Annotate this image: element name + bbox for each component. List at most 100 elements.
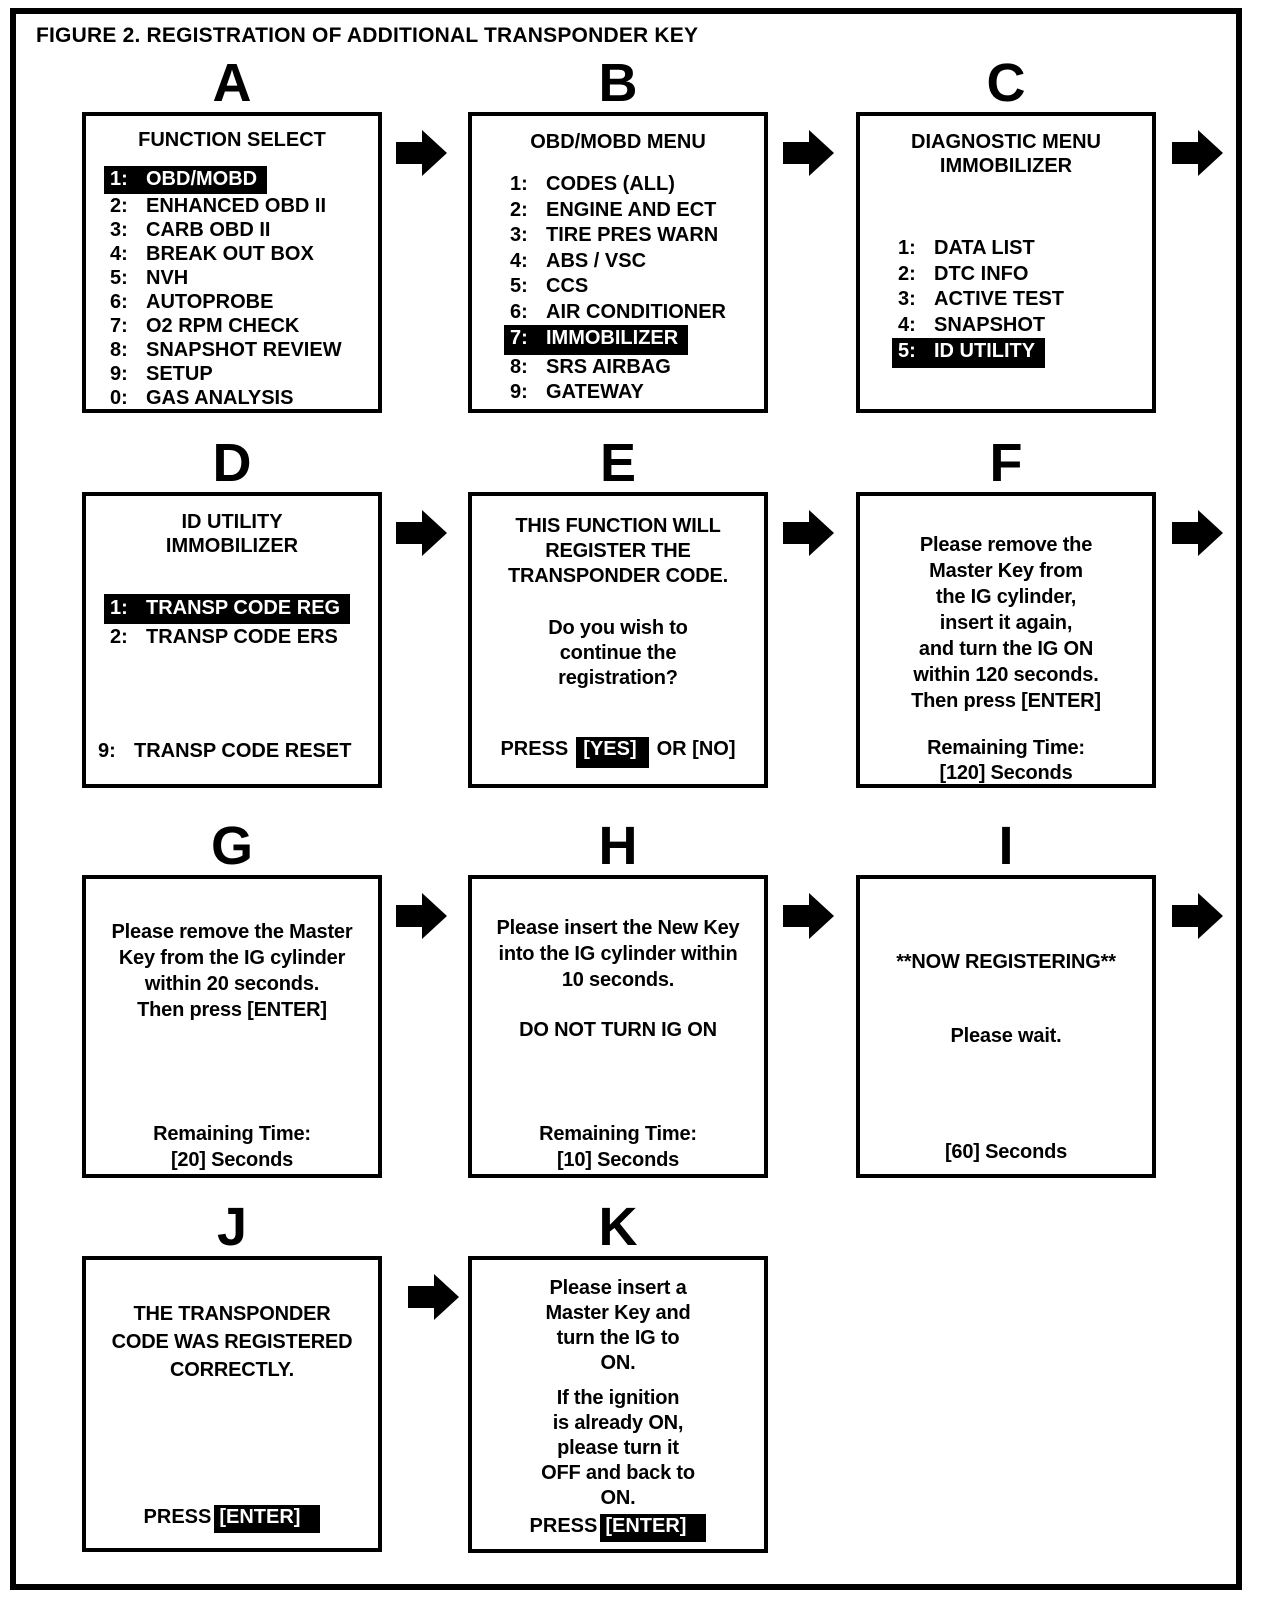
item-label: ABS / VSC <box>546 249 647 272</box>
menu-item-selected: 1: TRANSP CODE REG <box>104 594 378 624</box>
screen-title-line1: ID UTILITY <box>181 511 283 533</box>
item-number: 1: <box>110 597 128 619</box>
item-number: 4: <box>110 243 128 265</box>
message-line: please turn it <box>557 1437 679 1459</box>
item-number: 3: <box>510 224 528 246</box>
menu-item: 0:GAS ANALYSIS <box>110 386 378 410</box>
item-label: IMMOBILIZER <box>546 327 679 349</box>
message-block: If the ignition is already ON, please tu… <box>472 1386 764 1511</box>
seconds-text: [60] Seconds <box>860 1141 1152 1164</box>
message-block: THE TRANSPONDER CODE WAS REGISTERED CORR… <box>86 1300 378 1384</box>
message-line: CORRECTLY. <box>170 1359 294 1381</box>
message-line: turn the IG to <box>556 1327 680 1349</box>
remaining-time-value: [20] Seconds <box>170 1149 294 1171</box>
item-label: OBD/MOBD <box>146 168 258 190</box>
remaining-time-block: Remaining Time: [20] Seconds <box>86 1121 378 1173</box>
item-label: ENHANCED OBD II <box>146 195 327 217</box>
menu-item: 6:AUTOPROBE <box>110 290 378 314</box>
step-letter-e: E <box>599 433 637 493</box>
step-letter-b: B <box>598 53 638 113</box>
menu-item: 4:SNAPSHOT <box>898 313 1152 339</box>
screen-function-select: FUNCTION SELECT 1: OBD/MOBD 2:ENHANCED OB… <box>82 112 382 413</box>
item-number: 1: <box>898 237 916 259</box>
warning-text: DO NOT TURN IG ON <box>472 1019 764 1042</box>
message-line: within 20 seconds. <box>144 973 320 995</box>
menu-item: 7:O2 RPM CHECK <box>110 314 378 338</box>
screen-title: FUNCTION SELECT <box>138 129 326 151</box>
menu-item: 3:ACTIVE TEST <box>898 287 1152 313</box>
screen-remove-key-20s: Please remove the Master Key from the IG… <box>82 875 382 1178</box>
screen-turn-ig-on-120s: Please remove the Master Key from the IG… <box>856 492 1156 788</box>
message-line: the IG cylinder, <box>935 586 1077 608</box>
figure-title: FIGURE 2. REGISTRATION OF ADDITIONAL TRA… <box>36 24 699 47</box>
message-line: ON. <box>600 1352 636 1374</box>
screen-title: ID UTILITY IMMOBILIZER <box>86 510 378 558</box>
message-line: Then press [ENTER] <box>911 690 1101 712</box>
item-number: 6: <box>510 300 528 323</box>
message-line: Then press [ENTER] <box>137 999 327 1021</box>
status-text: **NOW REGISTERING** <box>860 951 1152 974</box>
message-line: Key from the IG cylinder <box>118 947 346 969</box>
step-letter-j: J <box>216 1197 248 1257</box>
message-line: ON. <box>600 1487 636 1509</box>
menu-item: 2:ENGINE AND ECT <box>510 198 764 224</box>
flow-arrow-a-to-b-icon <box>394 126 450 180</box>
item-number: 7: <box>510 327 528 349</box>
flow-arrow-c-continue-icon <box>1170 126 1226 180</box>
step-letter-g: G <box>210 816 253 876</box>
item-label: GAS ANALYSIS <box>146 387 294 409</box>
message-block: Please insert the New Key into the IG cy… <box>472 915 764 993</box>
press-prompt: PRESS[YES]OR [NO] <box>472 737 764 768</box>
menu-item: 2:ENHANCED OBD II <box>110 194 378 218</box>
menu-item: 8:SRS AIRBAG <box>510 355 764 381</box>
message-line: continue the <box>559 642 677 664</box>
menu-list: 1:DATA LIST 2:DTC INFO 3:ACTIVE TEST 4:S… <box>860 236 1152 368</box>
step-letter-k: K <box>598 1197 638 1257</box>
menu-item: 3:CARB OBD II <box>110 218 378 242</box>
step-letter-h: H <box>598 816 638 876</box>
message-block: Please remove the Master Key from the IG… <box>860 532 1152 714</box>
item-number: 9: <box>510 381 528 403</box>
item-number: 5: <box>110 267 128 289</box>
press-suffix: OR [NO] <box>656 738 736 760</box>
screen-registered-correctly: THE TRANSPONDER CODE WAS REGISTERED CORR… <box>82 1256 382 1552</box>
item-label: TRANSP CODE RESET <box>134 740 352 762</box>
menu-list: 1:CODES (ALL) 2:ENGINE AND ECT 3:TIRE PR… <box>472 172 764 406</box>
menu-list: 1: OBD/MOBD 2:ENHANCED OBD II 3:CARB OBD … <box>86 166 378 410</box>
message-line: within 120 seconds. <box>913 664 1099 686</box>
message-line: into the IG cylinder within <box>498 943 738 965</box>
message-line: REGISTER THE <box>545 540 691 562</box>
message-line: If the ignition <box>556 1387 680 1409</box>
message-line: CODE WAS REGISTERED <box>111 1331 353 1353</box>
message-line: THIS FUNCTION WILL <box>515 515 721 537</box>
message-line: 10 seconds. <box>561 969 675 991</box>
flow-arrow-e-to-f-icon <box>781 506 837 560</box>
item-number: 1: <box>110 168 128 190</box>
press-prompt: PRESS[ENTER] <box>86 1505 378 1533</box>
item-label: GATEWAY <box>546 381 644 403</box>
message-block: Please insert a Master Key and turn the … <box>472 1276 764 1376</box>
message-line: and turn the IG ON <box>918 638 1094 660</box>
item-label: ID UTILITY <box>934 340 1036 362</box>
remaining-time-value: [120] Seconds <box>939 762 1073 784</box>
item-label: DTC INFO <box>934 262 1029 285</box>
screen-insert-master-key: Please insert a Master Key and turn the … <box>468 1256 768 1553</box>
screen-title-line1: DIAGNOSTIC MENU <box>911 131 1101 153</box>
step-letter-d: D <box>212 433 252 493</box>
menu-item: 4:BREAK OUT BOX <box>110 242 378 266</box>
item-label: SNAPSHOT <box>934 313 1046 336</box>
screen-title-line2: IMMOBILIZER <box>165 535 299 557</box>
item-number: 7: <box>110 315 128 337</box>
item-label: TRANSP CODE REG <box>146 597 341 619</box>
menu-item: 2:DTC INFO <box>898 262 1152 288</box>
flow-arrow-j-to-k-icon <box>406 1270 462 1324</box>
flow-arrow-b-to-c-icon <box>781 126 837 180</box>
item-number: 6: <box>110 291 128 313</box>
message-line: Please wait. <box>950 1025 1062 1047</box>
menu-item-selected: 5:ID UTILITY <box>892 338 1152 368</box>
item-number: 3: <box>898 288 916 310</box>
step-letter-f: F <box>989 433 1023 493</box>
step-letter-i: I <box>998 816 1014 876</box>
menu-item: 5:CCS <box>510 274 764 300</box>
menu-item: 8:SNAPSHOT REVIEW <box>110 338 378 362</box>
